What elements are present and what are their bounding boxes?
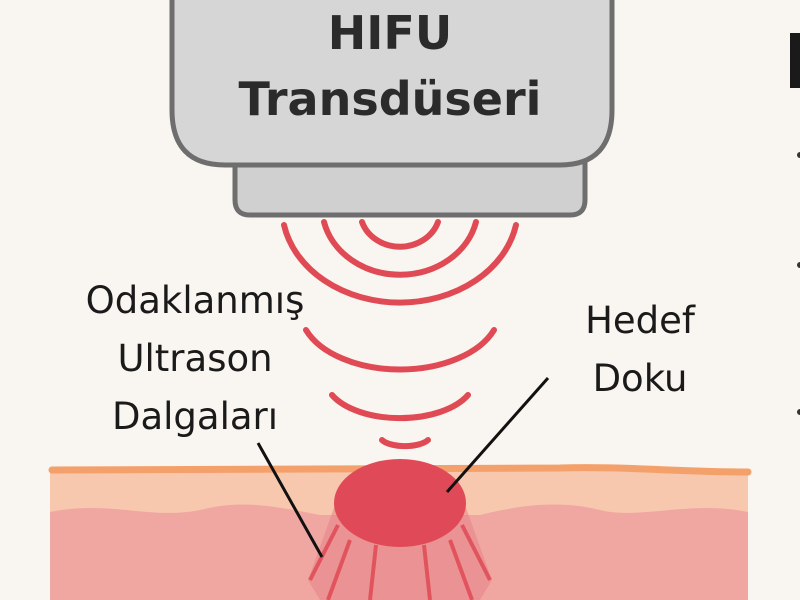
target-label-line: Doku [592, 357, 688, 400]
bullet-dot [797, 262, 800, 268]
waves-pointer-line [256, 442, 324, 558]
waves-label-line: Odaklanmış [85, 279, 305, 322]
waves-label-line: Dalgaları [111, 395, 279, 438]
skin-surface-line [48, 464, 752, 476]
target-label-line: Hedef [585, 299, 695, 342]
bullet-dot [797, 152, 800, 158]
transducer-title-line2: Transdüseri [238, 72, 542, 126]
ultrasound-waves [281, 219, 519, 450]
target-tissue [334, 459, 466, 547]
target-label: Hedef Doku [545, 292, 735, 408]
waves-label-line: Ultrason [117, 337, 273, 380]
transducer-title-line1: HIFU [327, 6, 453, 60]
target-pointer-line [445, 377, 550, 493]
waves-label: Odaklanmış Ultrason Dalgaları [40, 272, 350, 446]
bullet-dot [797, 409, 800, 415]
cropped-heading-glyph [790, 33, 800, 88]
hifu-transducer [169, 0, 615, 218]
